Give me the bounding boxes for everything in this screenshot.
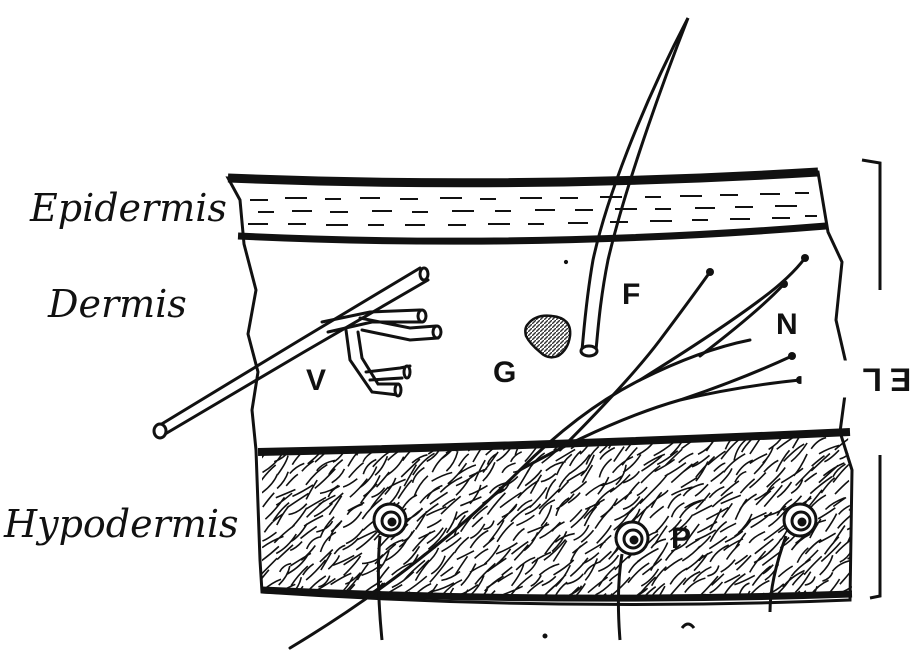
label-dermis: Dermis: [48, 282, 187, 326]
marker-papilla: P: [671, 522, 691, 556]
label-hypodermis: Hypodermis: [4, 502, 238, 546]
marker-follicle: F: [622, 278, 640, 312]
marker-vessels: V: [306, 364, 326, 398]
marker-gland: G: [493, 356, 516, 390]
label-epidermis: Epidermis: [30, 186, 227, 230]
epidermis-top-line: [228, 172, 818, 183]
marker-nerves: N: [776, 308, 798, 342]
label-piel: PIEL: [802, 361, 915, 398]
